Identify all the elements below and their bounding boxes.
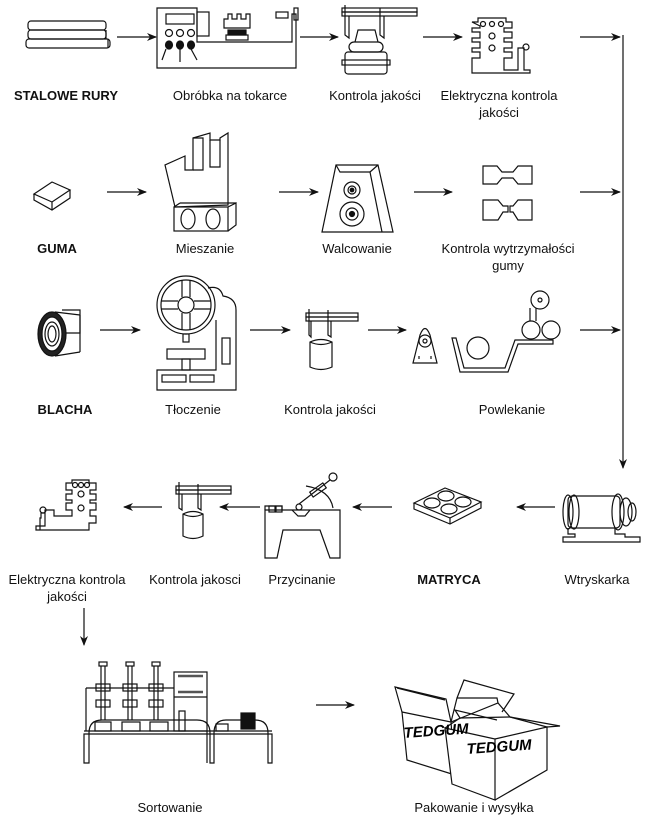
shipping-boxes-icon xyxy=(394,679,561,801)
label-stalowe-rury: STALOWE RURY xyxy=(14,88,118,103)
sheet-coil-icon xyxy=(37,309,81,357)
label-przycinanie: Przycinanie xyxy=(268,572,336,587)
injection-molding-machine-icon xyxy=(562,493,641,543)
label-walcowanie: Walcowanie xyxy=(322,241,392,256)
label-kontrola-2: Kontrola jakości xyxy=(284,402,376,417)
steel-pipes-icon xyxy=(25,20,111,49)
label-elektryczna-1a: Elektryczna kontrola xyxy=(440,88,558,103)
label-elektryczna-2a: Elektryczna kontrola xyxy=(8,572,126,587)
press-icon xyxy=(156,275,237,391)
label-pakowanie: Pakowanie i wysyłka xyxy=(414,800,534,815)
label-tloczenie: Tłoczenie xyxy=(165,402,221,417)
sorting-machine-icon xyxy=(83,661,273,764)
label-kontrola-3: Kontrola jakosci xyxy=(149,572,241,587)
rolling-mill-icon xyxy=(321,164,394,233)
electric-test-icon-2 xyxy=(35,479,97,531)
tensile-test-icon xyxy=(482,165,533,221)
label-wtryskarka: Wtryskarka xyxy=(564,572,630,587)
label-sortowanie: Sortowanie xyxy=(137,800,203,815)
label-elektryczna-2b: jakości xyxy=(47,589,87,604)
mold-matrix-icon xyxy=(412,487,483,525)
trimming-machine-icon xyxy=(264,472,341,559)
label-elektryczna-1b: jakości xyxy=(479,105,519,120)
label-kontrola-gumy-b: gumy xyxy=(492,258,524,273)
lathe-icon xyxy=(156,7,299,69)
caliper-part-icon xyxy=(341,5,418,75)
caliper-cylinder-icon-2 xyxy=(175,482,232,540)
electric-test-icon xyxy=(471,17,531,74)
label-kontrola-1: Kontrola jakości xyxy=(329,88,421,103)
label-blacha: BLACHA xyxy=(37,402,93,417)
label-guma: GUMA xyxy=(37,241,77,256)
mixer-icon xyxy=(164,131,237,232)
label-obrobka: Obróbka na tokarce xyxy=(172,88,288,103)
label-powlekanie: Powlekanie xyxy=(478,402,546,417)
coating-line-icon xyxy=(412,290,561,373)
brand-text-box-2: TEDGUM xyxy=(466,736,533,758)
label-mieszanie: Mieszanie xyxy=(175,241,235,256)
rubber-block-icon xyxy=(32,181,72,211)
brand-text-box-1: TEDGUM xyxy=(403,720,470,742)
caliper-cylinder-icon xyxy=(305,309,359,371)
label-matryca: MATRYCA xyxy=(417,572,481,587)
label-kontrola-gumy-a: Kontrola wytrzymałości xyxy=(441,241,575,256)
